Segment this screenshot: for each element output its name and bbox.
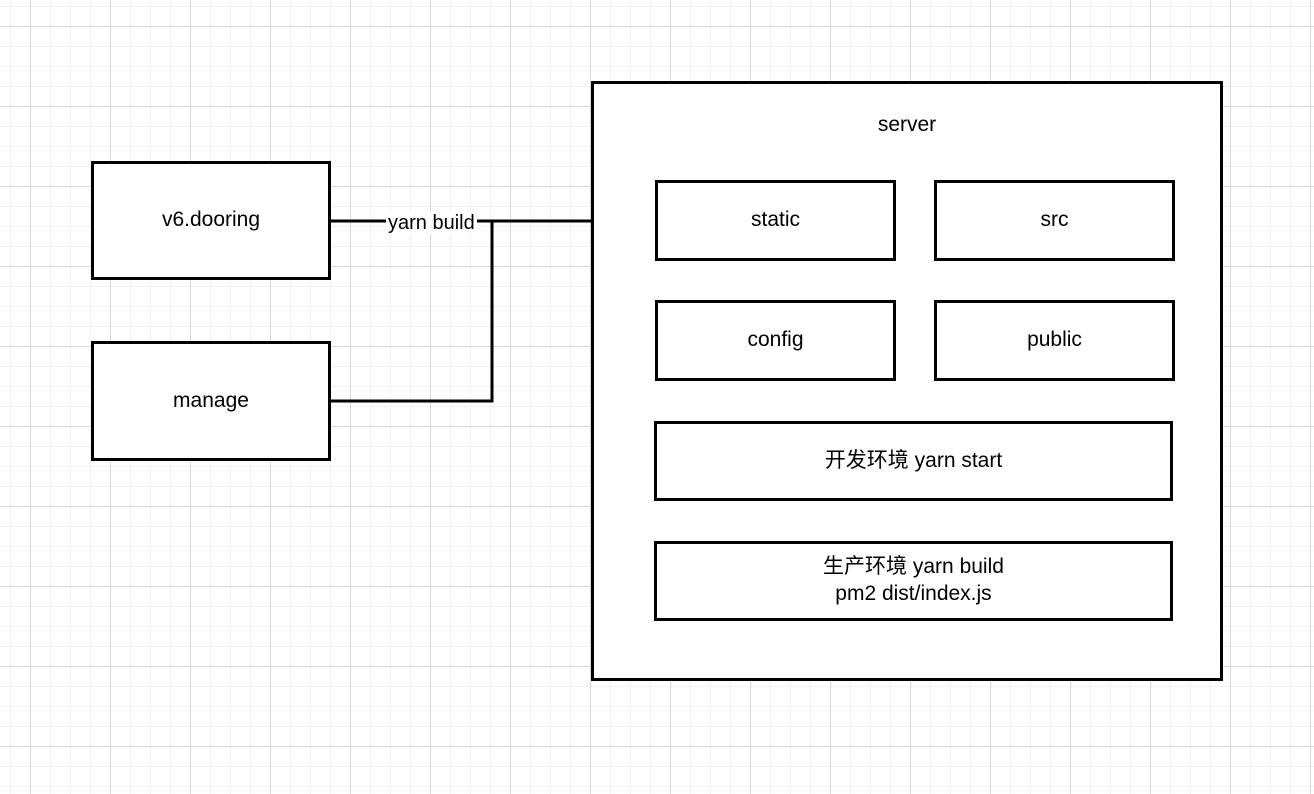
- node-manage[interactable]: manage: [91, 341, 331, 461]
- node-public[interactable]: public: [934, 300, 1175, 381]
- edge-manage-segment: [331, 221, 494, 403]
- node-v6-dooring[interactable]: v6.dooring: [91, 161, 331, 280]
- node-config[interactable]: config: [655, 300, 896, 381]
- node-static[interactable]: static: [655, 180, 896, 261]
- container-server-title: server: [877, 113, 937, 136]
- node-dev-env[interactable]: 开发环境 yarn start: [654, 421, 1173, 501]
- edge-label-yarn-build: yarn build: [386, 212, 477, 234]
- node-prod-env[interactable]: 生产环境 yarn build pm2 dist/index.js: [654, 541, 1173, 621]
- node-src[interactable]: src: [934, 180, 1175, 261]
